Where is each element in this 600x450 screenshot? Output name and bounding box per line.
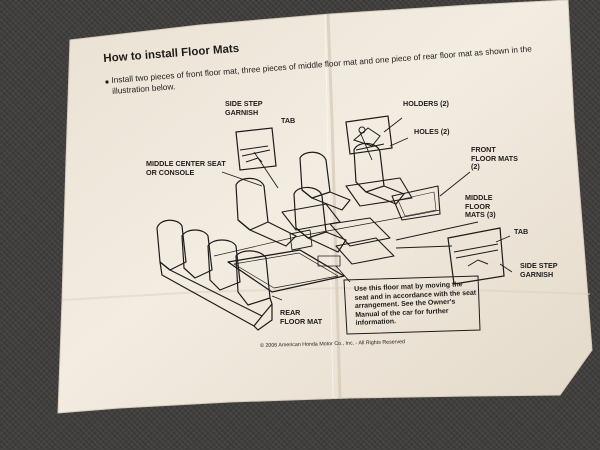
label-side-step-garnish-right: SIDE STEP GARNISH (520, 261, 558, 279)
holders-detail-inset (345, 115, 393, 155)
label-holders: HOLDERS (2) (403, 99, 449, 108)
label-front-floor-mats: FRONT FLOOR MATS (2) (471, 145, 518, 171)
label-tab-right: TAB (514, 227, 529, 236)
note-box (343, 275, 481, 335)
label-middle-center-seat: MIDDLE CENTER SEAT OR CONSOLE (146, 159, 226, 177)
right-detail-inset (447, 227, 505, 285)
seat-arrangement-note: Use this floor mat by moving the seat an… (354, 281, 477, 327)
label-rear-floor-mat: REAR FLOOR MAT (280, 308, 323, 326)
label-middle-floor-mats: MIDDLE FLOOR MATS (3) (465, 193, 496, 219)
leader-lines (221, 117, 513, 301)
floor-mat-illustration (156, 142, 441, 331)
left-detail-inset (235, 127, 277, 171)
label-side-step-garnish-left: SIDE STEP GARNISH (225, 99, 263, 117)
label-holes: HOLES (2) (414, 127, 450, 136)
label-tab-left: TAB (281, 116, 296, 125)
